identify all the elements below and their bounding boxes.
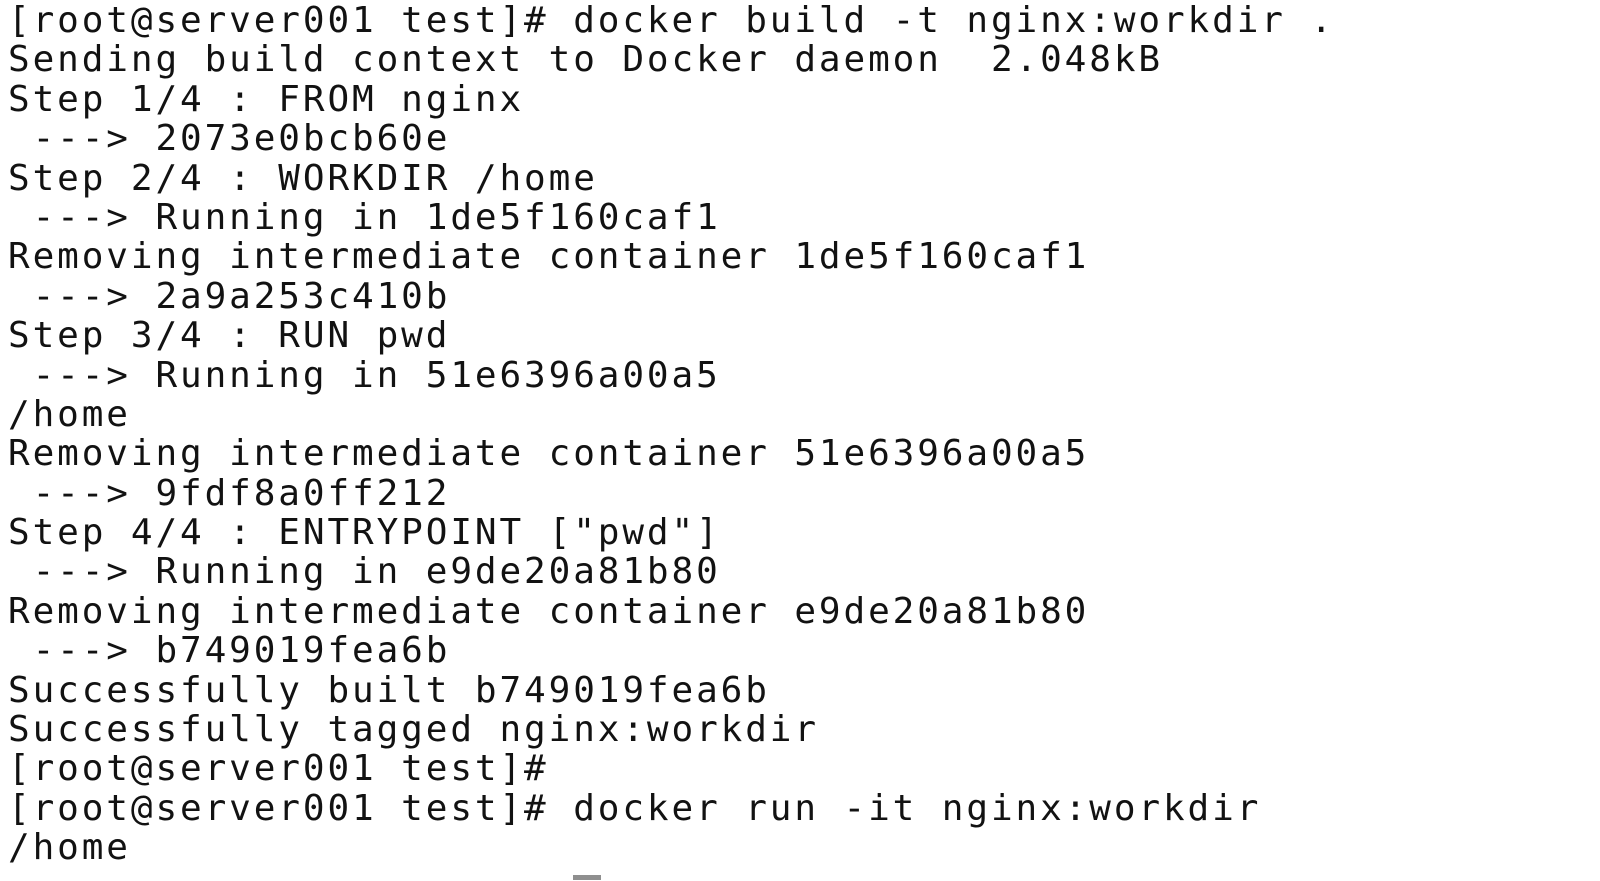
terminal-line: Sending build context to Docker daemon 2… [8, 39, 1163, 81]
terminal-line: /home [8, 393, 131, 435]
terminal-line: ---> b749019fea6b [8, 630, 451, 672]
terminal-line: [root@server001 test]# docker run -it ng… [8, 787, 1262, 829]
terminal-line: ---> 2073e0bcb60e [8, 118, 451, 160]
terminal-line: Step 4/4 : ENTRYPOINT ["pwd"] [8, 512, 721, 554]
terminal-line: [root@server001 test]# [8, 748, 549, 790]
terminal-line: ---> Running in 51e6396a00a5 [8, 354, 721, 396]
terminal-output: [root@server001 test]# docker build -t n… [8, 1, 1600, 868]
terminal-line: Step 1/4 : FROM nginx [8, 78, 525, 120]
terminal-line: Removing intermediate container 51e6396a… [8, 433, 1090, 475]
terminal-line: ---> Running in 1de5f160caf1 [8, 196, 721, 238]
text-cursor [573, 875, 601, 880]
terminal-line: ---> 9fdf8a0ff212 [8, 472, 451, 514]
terminal-line: Step 3/4 : RUN pwd [8, 315, 451, 357]
terminal-line: [root@server001 test]# docker build -t n… [8, 0, 1335, 41]
terminal-line: Step 2/4 : WORKDIR /home [8, 157, 598, 199]
terminal-line: ---> Running in e9de20a81b80 [8, 551, 721, 593]
terminal-line: ---> 2a9a253c410b [8, 275, 451, 317]
terminal-line: Successfully built b749019fea6b [8, 669, 770, 711]
terminal-line: Removing intermediate container 1de5f160… [8, 236, 1090, 278]
terminal-line: Removing intermediate container e9de20a8… [8, 590, 1090, 632]
terminal-line: /home [8, 827, 131, 869]
terminal-line: Successfully tagged nginx:workdir [8, 709, 819, 751]
